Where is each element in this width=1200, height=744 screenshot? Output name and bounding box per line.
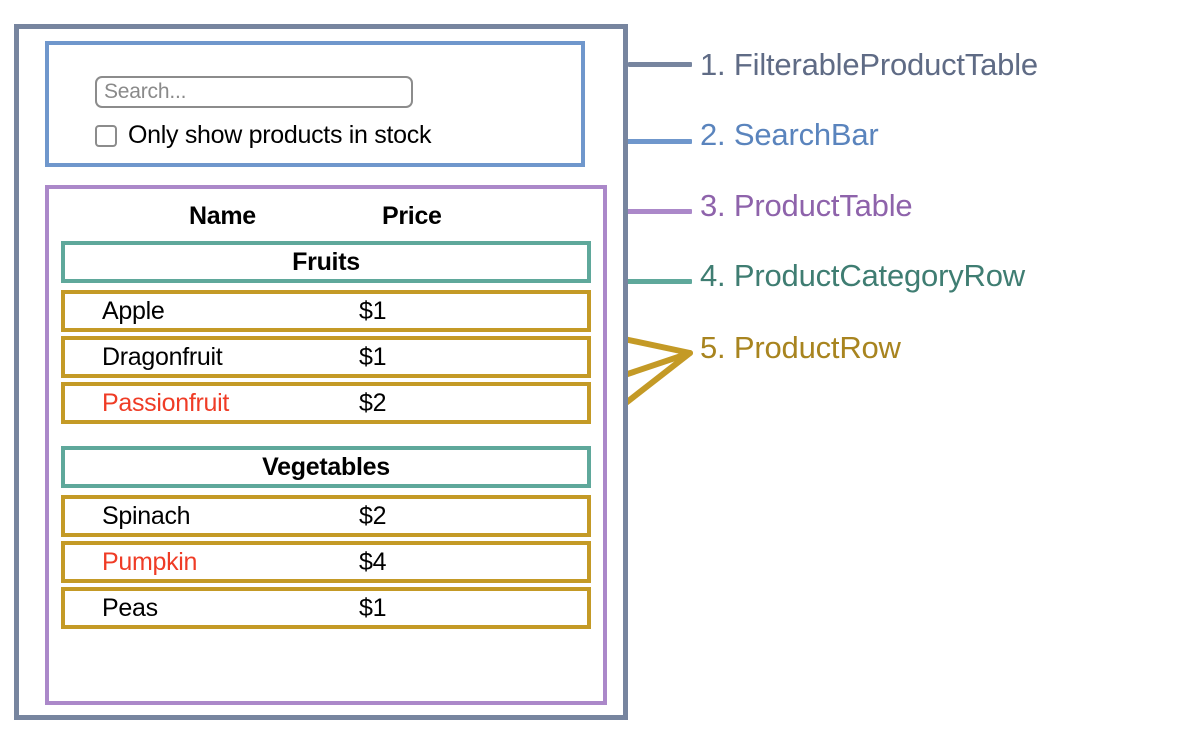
product-table-frame: Name Price Fruits Apple $1 Dragonfruit $… <box>45 185 607 705</box>
product-category-label: Vegetables <box>262 452 390 481</box>
product-category-label: Fruits <box>292 247 360 276</box>
product-category-row: Vegetables <box>61 446 591 488</box>
legend-number: 2. <box>700 117 726 152</box>
product-row: Passionfruit $2 <box>61 382 591 424</box>
product-name: Passionfruit <box>102 388 230 417</box>
product-row: Pumpkin $4 <box>61 541 591 583</box>
product-name: Apple <box>102 296 165 325</box>
legend-item-product-table: 3. ProductTable <box>700 188 913 224</box>
product-price: $1 <box>359 593 387 622</box>
connector-line-product-table <box>606 209 692 214</box>
product-price: $1 <box>359 296 387 325</box>
connector-line-product-category-row <box>586 279 692 284</box>
product-category-row: Fruits <box>61 241 591 283</box>
product-row: Peas $1 <box>61 587 591 629</box>
legend-number: 4. <box>700 258 726 293</box>
column-header-name: Name <box>189 201 256 230</box>
legend-number: 5. <box>700 330 726 365</box>
legend-item-product-category-row: 4. ProductCategoryRow <box>700 258 1025 294</box>
search-input[interactable]: Search... <box>95 76 413 108</box>
product-row: Spinach $2 <box>61 495 591 537</box>
column-header-price: Price <box>382 201 442 230</box>
legend-number: 1. <box>700 47 726 82</box>
in-stock-filter-row[interactable]: Only show products in stock <box>95 121 431 150</box>
category-spacer <box>61 428 591 446</box>
legend-label: SearchBar <box>733 117 879 152</box>
product-price: $2 <box>359 388 387 417</box>
connector-line-search-bar <box>584 139 692 144</box>
legend-number: 3. <box>700 188 726 223</box>
product-name: Pumpkin <box>102 547 198 576</box>
connector-line-filterable-product-table <box>628 62 692 67</box>
product-row: Dragonfruit $1 <box>61 336 591 378</box>
product-name: Spinach <box>102 501 191 530</box>
legend-label: ProductTable <box>733 188 913 223</box>
product-price: $4 <box>359 547 387 576</box>
in-stock-checkbox[interactable] <box>95 124 117 147</box>
legend-label: ProductRow <box>733 330 901 365</box>
product-table-body: Fruits Apple $1 Dragonfruit $1 Passionfr… <box>61 241 591 633</box>
in-stock-checkbox-label: Only show products in stock <box>128 121 432 149</box>
legend-label: ProductCategoryRow <box>733 258 1025 293</box>
filterable-product-table-frame: Search... Only show products in stock Na… <box>14 24 628 720</box>
product-table-header: Name Price <box>49 197 603 235</box>
product-price: $2 <box>359 501 387 530</box>
legend-item-product-row: 5. ProductRow <box>700 330 901 366</box>
product-price: $1 <box>359 342 387 371</box>
search-bar-frame: Search... Only show products in stock <box>45 41 585 167</box>
legend-label: FilterableProductTable <box>733 47 1038 82</box>
product-row: Apple $1 <box>61 290 591 332</box>
legend-item-filterable-product-table: 1. FilterableProductTable <box>700 47 1038 83</box>
legend-item-search-bar: 2. SearchBar <box>700 117 879 153</box>
product-name: Dragonfruit <box>102 342 223 371</box>
product-name: Peas <box>102 593 158 622</box>
